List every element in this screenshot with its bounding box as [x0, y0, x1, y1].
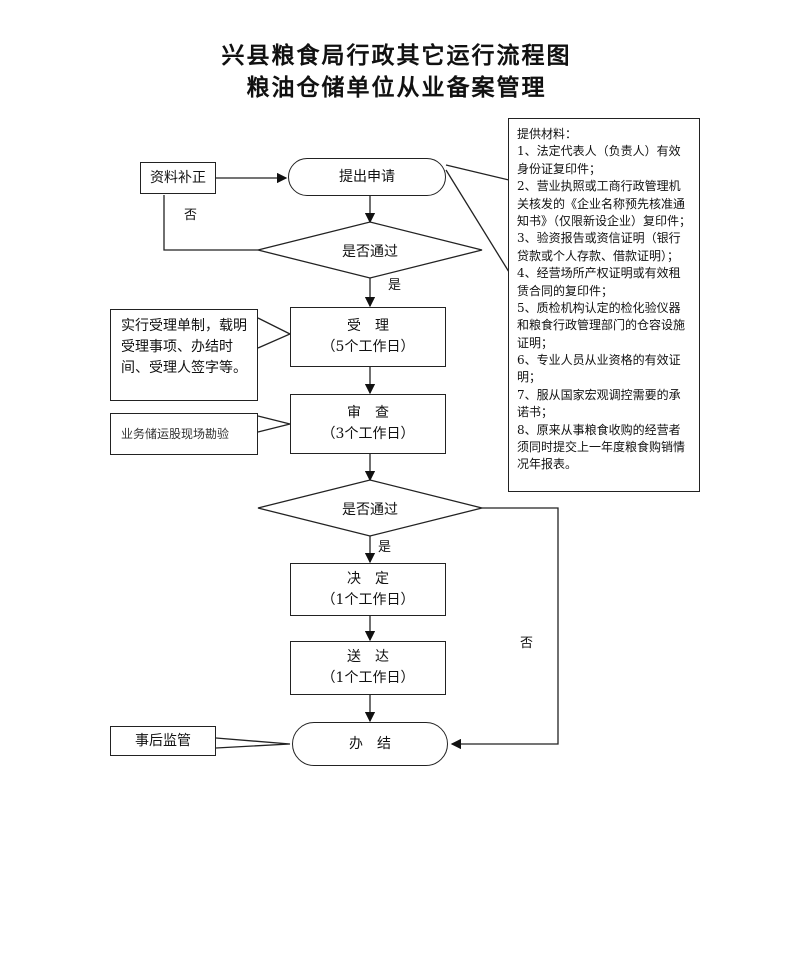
materials-item: 7、服从国家宏观调控需要的承诺书； [517, 387, 681, 420]
deliver-days: （1个工作日） [321, 670, 415, 686]
decision-diamond-1 [257, 221, 483, 279]
accept-note-callout [257, 317, 292, 349]
yes-label-2: 是 [378, 540, 392, 555]
callout-line-lower [445, 169, 510, 273]
apply-label: 提出申请 [339, 168, 395, 185]
review-title: 审 查 [347, 405, 389, 421]
deliver-node: 送 达 （1个工作日） [290, 641, 446, 695]
decision-diamond-2 [257, 479, 483, 537]
supervise-box: 事后监管 [110, 726, 216, 756]
review-note: 业务储运股现场勘验 [110, 413, 258, 455]
finish-label: 办 结 [349, 735, 391, 752]
accept-node: 受 理 （5个工作日） [290, 307, 446, 367]
review-note-callout [257, 415, 291, 433]
callout-line-upper [445, 164, 510, 181]
arrow-no-to-finish [450, 507, 559, 750]
materials-item: 5、质检机构认定的检化验仪器和粮食行政管理部门的仓容设施证明； [517, 300, 686, 350]
review-note-text: 业务储运股现场勘验 [121, 426, 230, 441]
decision-2-label: 是否通过 [342, 502, 398, 518]
accept-note: 实行受理单制，载明受理事项、办结时间、受理人签字等。 [110, 309, 258, 401]
supplement-label: 资料补正 [150, 169, 206, 186]
materials-item: 6、专业人员从业资格的有效证明； [517, 353, 681, 385]
supervise-callout [215, 737, 291, 749]
supplement-box: 资料补正 [140, 162, 216, 194]
materials-item: 3、验资报告或资信证明（银行贷款或个人存款、借款证明）； [517, 231, 681, 263]
no-label-1: 否 [184, 208, 198, 223]
line-no-to-supplement [163, 195, 258, 251]
decide-days: （1个工作日） [321, 591, 415, 608]
deliver-title: 送 达 [347, 649, 389, 665]
decide-node: 决 定 （1个工作日） [290, 563, 446, 616]
accept-note-text: 实行受理单制，载明受理事项、办结时间、受理人签字等。 [121, 318, 247, 376]
materials-item: 8、原来从事粮食收购的经营者须同时提交上一年度粮食购销情况年报表。 [517, 422, 686, 472]
title-line-1: 兴县粮食局行政其它运行流程图 [221, 43, 572, 69]
materials-item: 2、营业执照或工商行政管理机关核发的《企业名称预先核准通知书》（仅限新设企业）复… [517, 179, 692, 228]
materials-panel: 提供材料： 1、法定代表人（负责人）有效身份证复印件； 2、营业执照或工商行政管… [508, 118, 700, 492]
yes-label-1: 是 [388, 278, 402, 293]
supervise-label: 事后监管 [135, 732, 191, 749]
decide-title: 决 定 [347, 570, 389, 587]
accept-days: （5个工作日） [321, 339, 415, 355]
materials-item: 1、法定代表人（负责人）有效身份证复印件； [517, 144, 681, 176]
accept-title: 受 理 [347, 318, 389, 334]
finish-node: 办 结 [292, 722, 448, 766]
review-days: （3个工作日） [321, 426, 415, 442]
materials-heading: 提供材料： [517, 127, 578, 141]
materials-item: 4、经营场所产权证明或有效租赁合同的复印件； [517, 266, 681, 298]
title-line-2: 粮油仓储单位从业备案管理 [246, 75, 547, 101]
no-label-2: 否 [520, 636, 534, 651]
apply-node: 提出申请 [288, 158, 446, 196]
review-node: 审 查 （3个工作日） [290, 394, 446, 454]
decision-1-label: 是否通过 [342, 244, 398, 260]
